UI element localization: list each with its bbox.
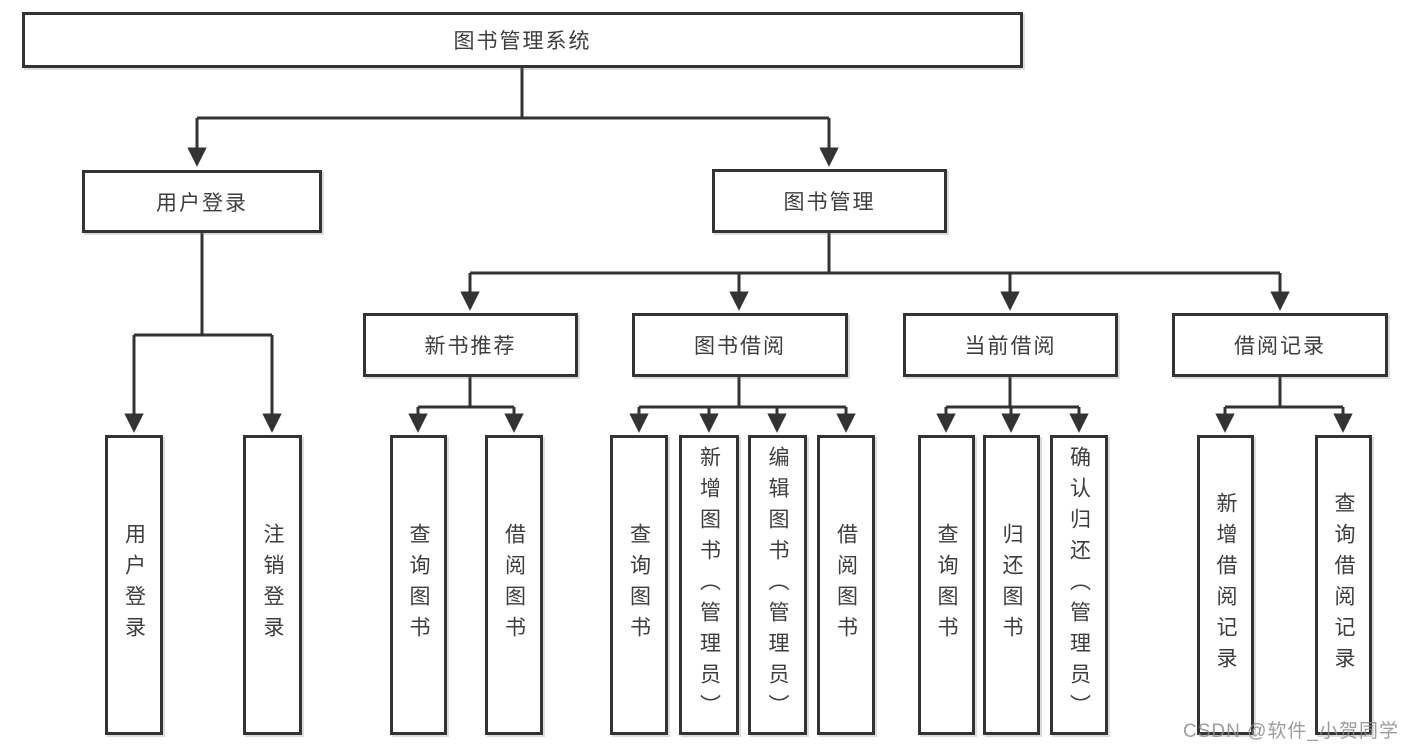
leaf-confirm-return-admin: 确认归还（管理员） [1050, 435, 1108, 735]
leaf-add-borrow-record: 新增借阅记录 [1197, 435, 1254, 735]
node-label: 当前借阅 [964, 335, 1057, 358]
leaf-search-books-recommend: 查询图书 [390, 435, 447, 735]
leaf-search-borrow-record: 查询借阅记录 [1315, 435, 1372, 735]
leaf-label: 确认归还（管理员） [1067, 445, 1091, 725]
leaf-borrow-books: 借阅图书 [817, 435, 875, 735]
node-borrowing-records: 借阅记录 [1172, 313, 1388, 377]
node-label: 图书管理系统 [453, 30, 592, 53]
leaf-borrow-books-recommend: 借阅图书 [485, 435, 543, 735]
leaf-search-books-borrowing: 查询图书 [610, 435, 668, 735]
leaf-label: 查询借阅记录 [1332, 492, 1355, 678]
node-label: 图书借阅 [694, 335, 786, 358]
node-label: 新书推荐 [424, 335, 517, 358]
leaf-label: 查询图书 [407, 523, 430, 647]
leaf-label: 注销登录 [261, 523, 284, 647]
leaf-label: 借阅图书 [834, 523, 858, 647]
leaf-label: 借阅图书 [502, 523, 526, 647]
csdn-watermark: CSDN @软件_小贺同学 [1183, 721, 1399, 742]
node-book-borrowing: 图书借阅 [632, 313, 848, 377]
node-root: 图书管理系统 [22, 12, 1023, 68]
leaf-add-books-admin: 新增图书（管理员） [679, 435, 739, 735]
leaf-label: 新增图书（管理员） [697, 445, 721, 725]
node-label: 用户登录 [156, 191, 248, 215]
leaf-return-books: 归还图书 [983, 435, 1040, 735]
node-new-book-recommend: 新书推荐 [363, 313, 578, 377]
leaf-label: 编辑图书（管理员） [766, 445, 789, 725]
leaf-label: 归还图书 [1000, 523, 1023, 647]
node-current-borrowing: 当前借阅 [903, 313, 1118, 377]
leaf-label: 查询图书 [627, 523, 651, 647]
leaf-user-login: 用户登录 [105, 435, 163, 735]
connector-group [124, 68, 1353, 433]
leaf-label: 查询图书 [935, 523, 958, 647]
node-book-management: 图书管理 [712, 169, 947, 233]
leaf-label: 用户登录 [122, 523, 146, 647]
node-label: 图书管理 [783, 191, 876, 214]
leaf-label: 新增借阅记录 [1214, 492, 1237, 678]
leaf-search-books-current: 查询图书 [918, 435, 975, 735]
leaf-edit-books-admin: 编辑图书（管理员） [748, 435, 807, 735]
node-user-login: 用户登录 [82, 170, 322, 233]
leaf-logout: 注销登录 [243, 435, 302, 735]
node-label: 借阅记录 [1234, 335, 1326, 358]
